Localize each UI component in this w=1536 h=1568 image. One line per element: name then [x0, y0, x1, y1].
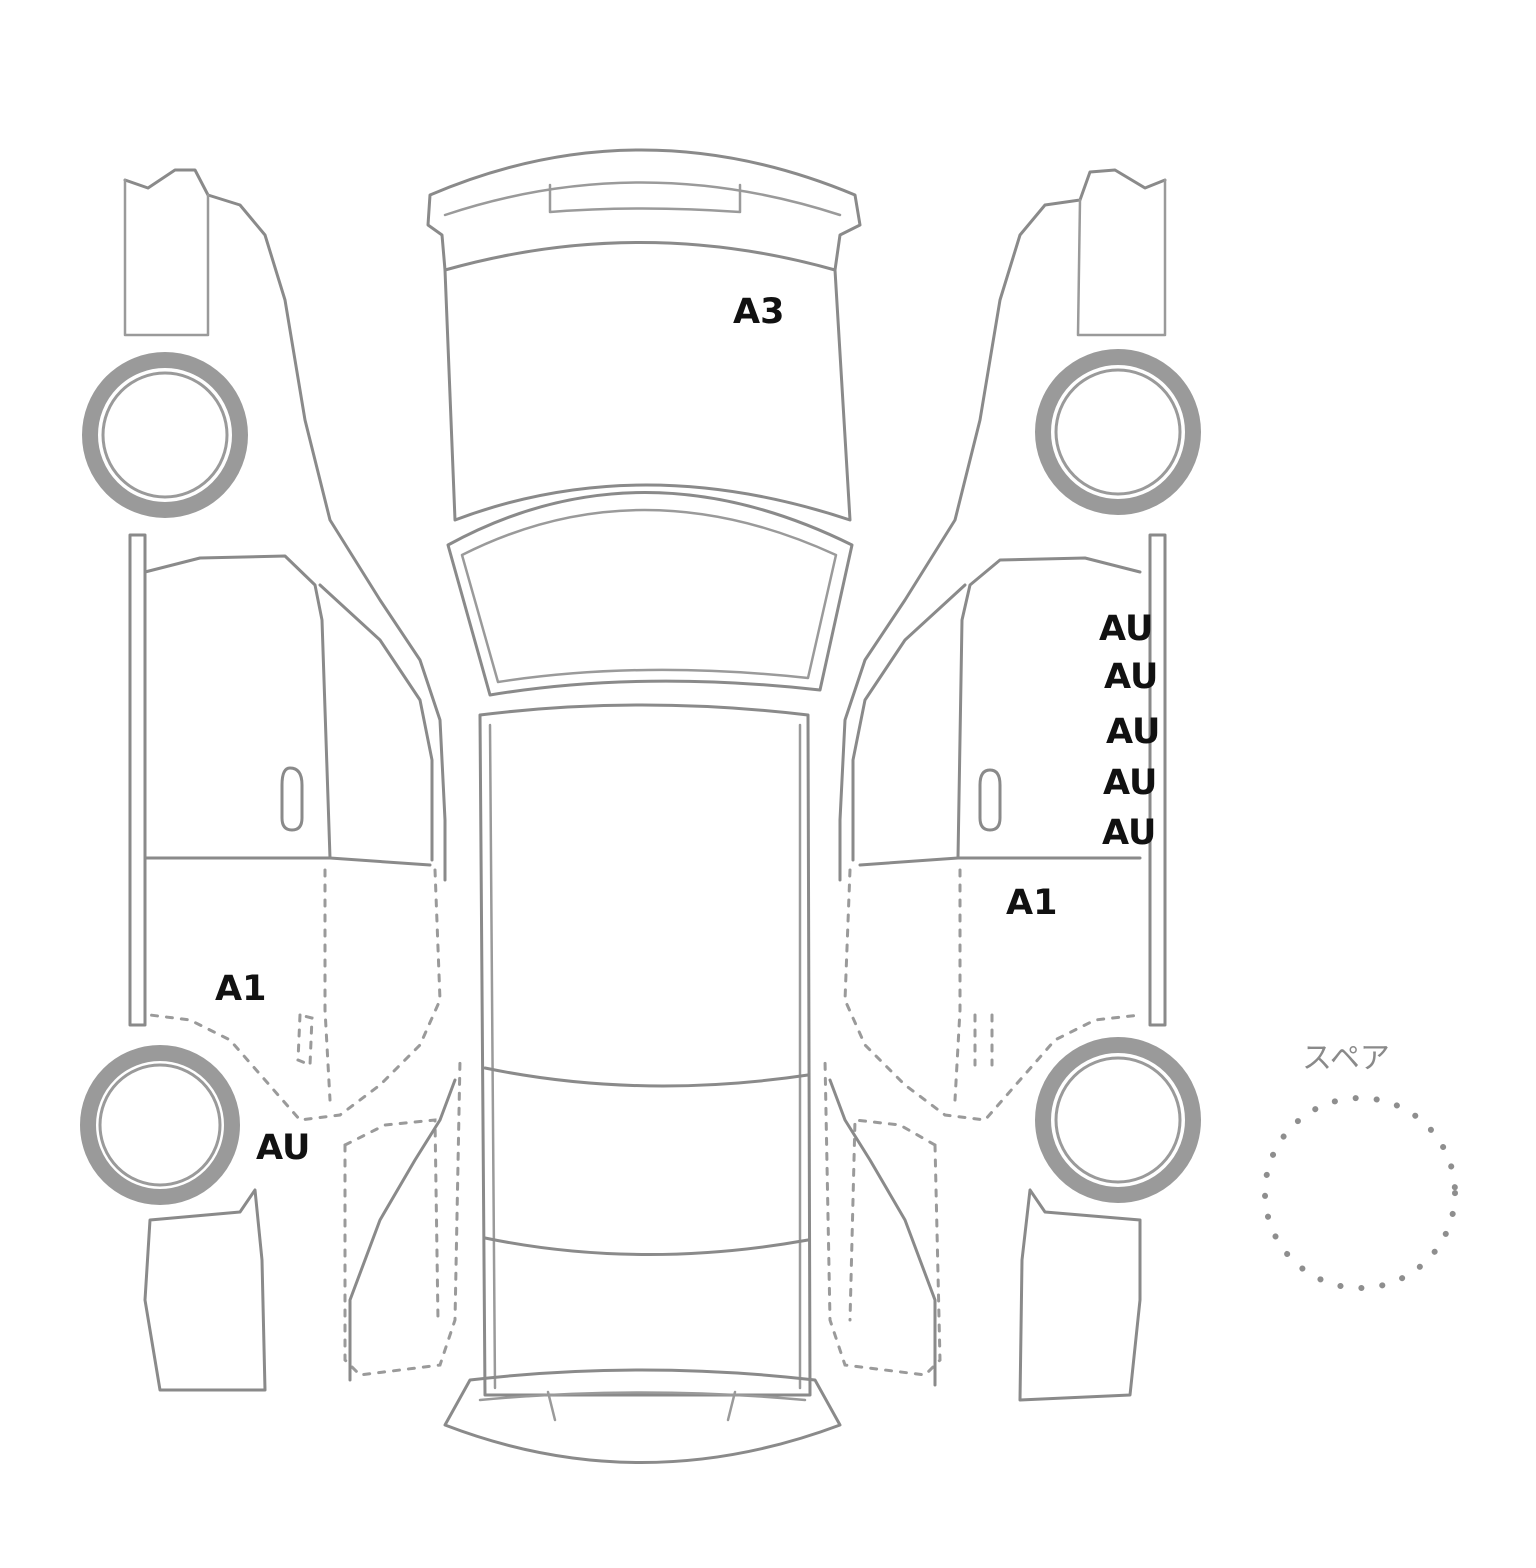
damage-marks: A3 AU AU AU AU AU A1 A1 AU	[215, 292, 1160, 1168]
spare-label: スペア	[1302, 1041, 1390, 1076]
right-side-view	[823, 168, 1201, 1402]
left-side-view	[80, 168, 462, 1392]
damage-mark-right-upper-5: AU	[1102, 813, 1156, 853]
damage-mark-right-upper-4: AU	[1103, 763, 1157, 803]
top-view	[426, 148, 862, 1464]
damage-mark-right-door: A1	[1006, 883, 1057, 923]
damage-mark-right-upper-3: AU	[1106, 712, 1160, 752]
damage-mark-right-upper-2: AU	[1104, 657, 1158, 697]
spare-tire: スペア	[1262, 1041, 1458, 1291]
damage-mark-left-door: A1	[215, 969, 266, 1009]
damage-mark-right-upper-1: AU	[1099, 609, 1153, 649]
damage-mark-roof: A3	[733, 292, 784, 332]
damage-mark-left-rear-fender: AU	[256, 1128, 310, 1168]
spare-tire-circle	[1262, 1095, 1458, 1291]
